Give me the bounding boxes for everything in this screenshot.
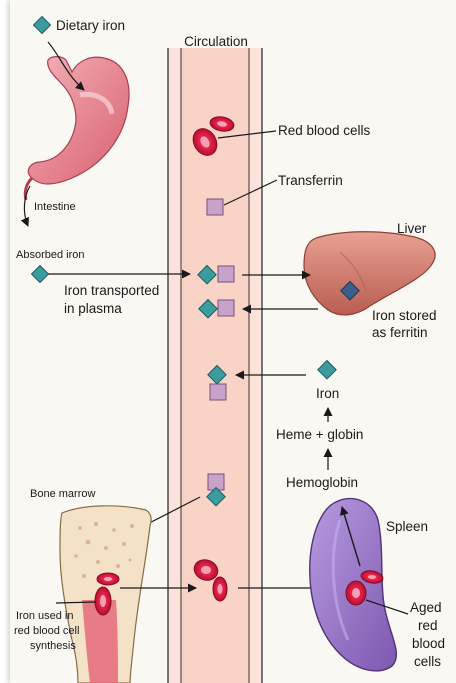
transferrin-square xyxy=(207,199,223,215)
iron-stored-label-line2: as ferritin xyxy=(372,325,428,340)
aged-label-line3: blood xyxy=(412,636,445,651)
absorbed-iron-label: Absorbed iron xyxy=(16,249,85,261)
dietary-iron-label: Dietary iron xyxy=(56,18,125,33)
intestine-label: Intestine xyxy=(34,201,76,213)
stomach-intestine xyxy=(25,57,129,200)
bone-marrow-label: Bone marrow xyxy=(30,488,95,500)
iron-stored-label-line1: Iron stored xyxy=(372,308,437,323)
aged-label-line4: cells xyxy=(414,654,441,669)
red-blood-cell xyxy=(97,573,119,585)
red-blood-cell xyxy=(95,587,111,615)
aged-label-line2: red xyxy=(418,618,438,633)
hemoglobin-label: Hemoglobin xyxy=(286,475,358,490)
iron-used-label-line1: Iron used in xyxy=(16,610,73,622)
dietary-iron-diamond xyxy=(34,17,51,34)
absorbed-iron-diamond xyxy=(32,266,49,283)
transferrin-label: Transferrin xyxy=(278,173,343,188)
iron-used-label-line2: red blood cell xyxy=(14,625,79,637)
iron-transported-label-line2: in plasma xyxy=(64,301,122,316)
circulation-label: Circulation xyxy=(184,34,248,49)
liver-label: Liver xyxy=(397,221,427,236)
free-iron-diamond xyxy=(318,361,336,379)
spleen-label: Spleen xyxy=(386,519,428,534)
aged-red-blood-cell xyxy=(346,581,366,605)
recycled-transferrin-square xyxy=(210,384,226,400)
iron-label: Iron xyxy=(316,386,339,401)
red-blood-cell xyxy=(213,577,227,601)
aged-label-line1: Aged xyxy=(410,600,442,615)
heme-globin-label: Heme + globin xyxy=(276,427,363,442)
iron-transported-label-line1: Iron transported xyxy=(64,283,159,298)
red-blood-cells-label: Red blood cells xyxy=(278,123,371,138)
iron-used-label-line3: synthesis xyxy=(30,640,76,652)
liver xyxy=(304,232,435,315)
